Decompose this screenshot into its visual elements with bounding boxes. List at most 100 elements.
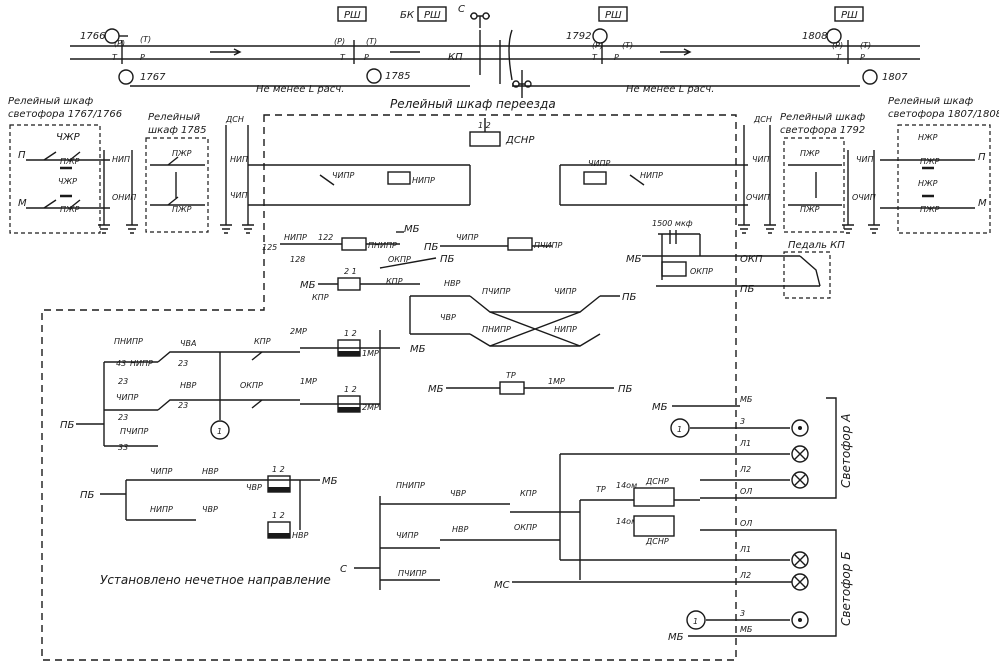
svg-text:128: 128 [290,255,305,264]
signal-b-group: ОЛ Л1 Л2 1 3 МБ МБ Светофор Б [560,519,853,643]
pzhr-1785-1: ПЖР [172,149,192,158]
P-label-2: P [364,53,369,62]
chipr-low: ЧИПР [116,393,138,402]
T-label-4: T [836,53,842,62]
signal-a-group: МБ МБ 1 3 Л1 Л2 ОЛ Светофор А [560,395,853,499]
dsnr-top: ДСНР [505,135,535,146]
ochip-right-2: ОЧИП [852,193,876,202]
crossing-cabinet-label: Релейный шкаф переезда [390,97,556,111]
pb-okpr: ПБ [740,284,755,295]
pb-left-2: ПБ [80,490,95,501]
chipr-x: ЧИПР [554,287,576,296]
mb-a: МБ [652,402,668,413]
t-label: (T) [140,35,151,44]
l2-a: Л2 [739,465,751,474]
T-label-3: T [592,53,598,62]
okp-right: ОКП [740,254,763,265]
l1-a: Л1 [739,439,751,448]
cab-1767-line1: Релейный шкаф [8,96,94,107]
tr-low: ТР [596,485,606,494]
cab-1785-line1: Релейный [148,112,201,123]
m-right: М [978,198,987,209]
svg-text:23: 23 [118,413,128,422]
pb-2: ПБ [440,254,455,265]
mb-low: МБ [410,344,426,355]
svg-text:1 2: 1 2 [272,465,285,474]
pedal-label: Педаль КП [788,240,845,251]
nvr-low: НВР [180,381,197,390]
p-left: П [18,150,26,161]
pb-left-1: ПБ [60,420,75,431]
onip-left: ОНИП [112,193,136,202]
rsh-label-3: РШ [605,10,622,21]
nzhr-right: НЖР [918,133,938,142]
ochip-right: ОЧИП [746,193,770,202]
l1-b: Л1 [739,545,751,554]
pzhr-left-2: ПЖР [60,205,80,214]
cab-1792-line1: Релейный шкаф [780,112,866,123]
left-terminals-2: НИП ЧИП ДСН [220,115,254,234]
pzhr-1785-2: ПЖР [172,205,192,214]
top-signals: 1766 1767 1785 1792 1808 1807 (P) (T) T … [80,28,908,85]
pnipr-low: ПНИПР [114,337,143,346]
t-label-2: (T) [366,37,377,46]
pchipr-x: ПЧИПР [482,287,511,296]
mb-tr: МБ [428,384,444,395]
P-label-4: P [860,53,865,62]
pnipr-mid: ПНИПР [368,241,397,250]
cab-1807-line2: светофора 1807/1808 [888,109,999,120]
chipr-left: ЧИПР [332,171,354,180]
chzhr-left: ЧЖР [56,132,81,143]
nipr-low-a: НИПР [130,359,153,368]
mr2-low: 2МР [290,327,307,336]
pnipr-x: ПНИПР [482,325,511,334]
kpr-low-4: КПР [520,489,537,498]
mb-1: МБ [404,224,420,235]
ol-b: ОЛ [740,519,752,528]
svg-text:3: 3 [740,609,745,618]
r14-1: 14ом [616,481,637,490]
one-left: 1 [217,427,222,436]
signal-1807-label: 1807 [882,72,908,83]
mr1-tr: 1МР [548,377,565,386]
pnipr-low-3: ПНИПР [396,481,425,490]
track-lines [70,29,920,84]
svg-text:43: 43 [116,359,126,368]
cab-1792-line2: светофора 1792 [780,125,865,136]
P-label-3: P [614,53,619,62]
lower-left-logic: ПБ ПНИПР 43 НИПР 23 ЧИПР 23 ПЧИПР 33 ЧВА… [60,327,426,452]
tr-label: ТР [506,371,516,380]
p-label-4: (P) [832,41,843,50]
svg-text:1 2: 1 2 [272,511,285,520]
lower-nvr-chvr: ПБ ЧИПР НИПР НВР ЧВР 1 2 ЧВР 1 2 НВР МБ [80,465,338,540]
okpr-low-4: ОКПР [514,523,537,532]
tr-relay: МБ ТР 1МР ПБ [428,371,633,395]
rsh-label-1: РШ [344,10,361,21]
caption: Установлено нечетное направление [100,573,331,587]
r14-2: 14ом [616,517,637,526]
p-label-2: (P) [334,37,345,46]
okpr-low: ОКПР [240,381,263,390]
cab-1785-line2: шкаф 1785 [148,125,207,136]
nipr-mid: НИПР [284,233,307,242]
signal-1767-label: 1767 [140,72,166,83]
m-left: М [18,198,27,209]
chip-right-2: ЧИП [856,155,873,164]
l2-b: Л2 [739,571,751,580]
chipr-mid: ЧИПР [456,233,478,242]
right-terminals-2: ЧИП ОЧИП [842,150,880,234]
kpr-low: КПР [254,337,271,346]
pb-1: ПБ [424,242,439,253]
nip-left-2: НИП [230,155,248,164]
svg-text:125: 125 [262,243,277,252]
chvr-mid: ЧВР [440,313,456,322]
rsh-boxes: РШ БК РШ РШ РШ С [337,4,864,98]
svg-text:3: 3 [740,417,745,426]
chvr-low-3: ЧВР [246,483,262,492]
t-label-3: (T) [622,41,633,50]
nvr-mid: НВР [444,279,461,288]
pzhr-right-1: ПЖР [920,157,940,166]
signal-1808-label: 1808 [802,31,827,42]
pchipr-mid: ПЧИПР [534,241,563,250]
